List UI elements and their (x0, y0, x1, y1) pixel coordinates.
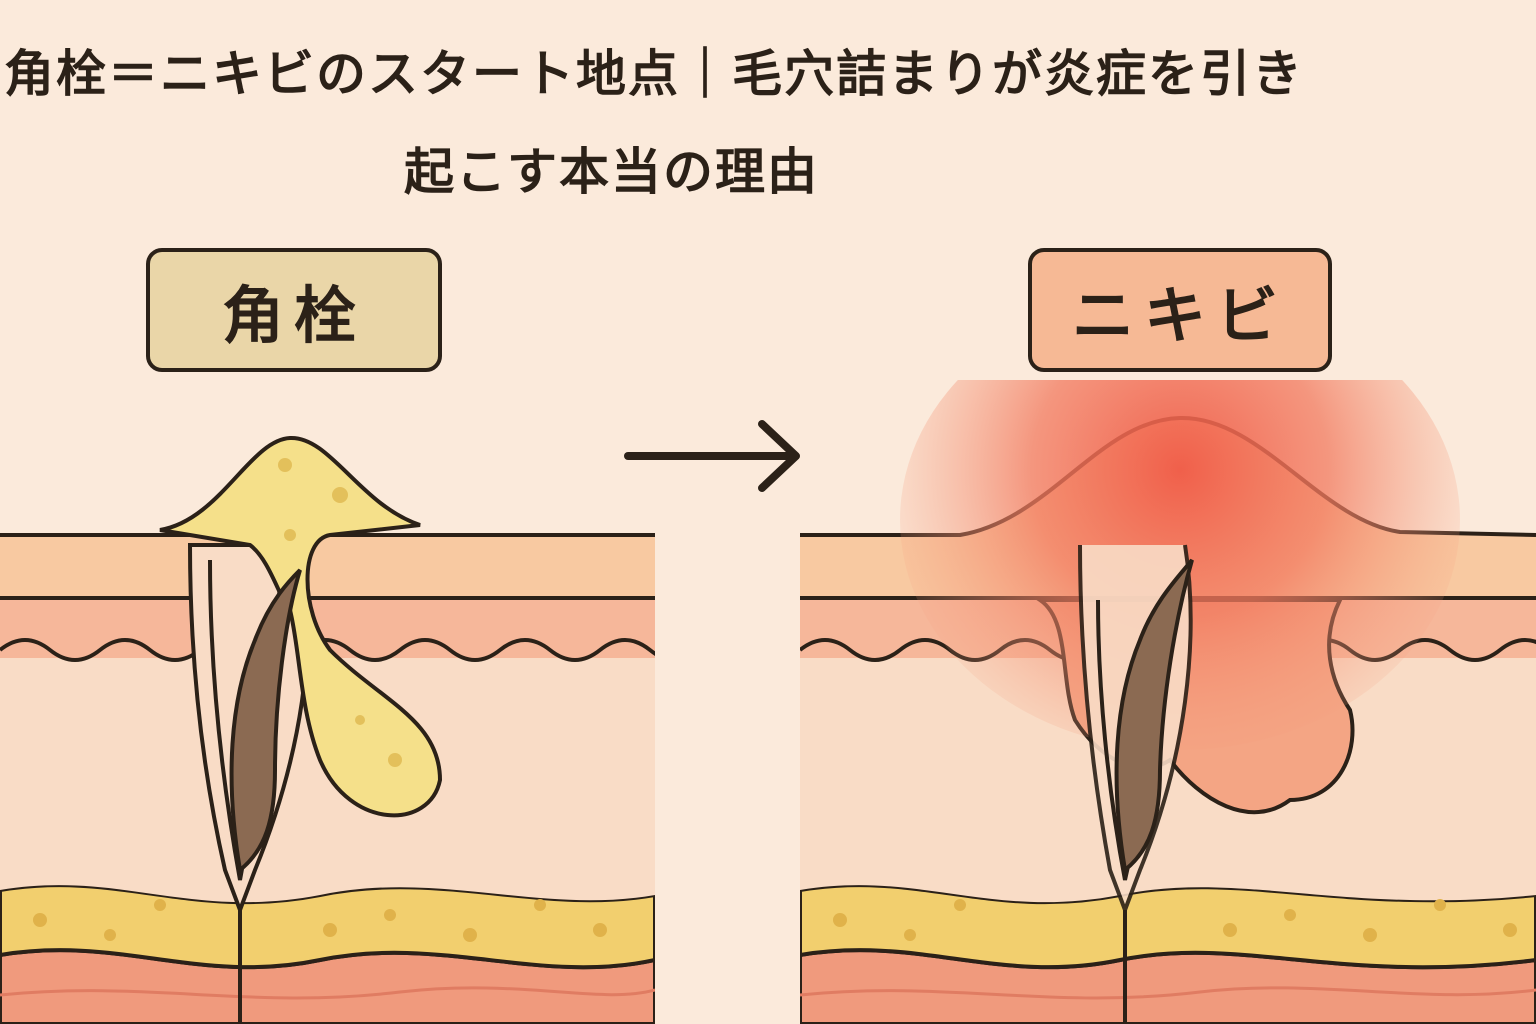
page-title-line-2: 起こす本当の理由 (404, 143, 819, 201)
hair-shaft (1114, 558, 1194, 874)
comedone-panel (0, 435, 655, 1024)
dermis-layer (0, 655, 655, 903)
label-comedone: 角栓 (146, 248, 442, 372)
dermis-wave (0, 638, 655, 662)
right-arrow-icon (624, 420, 800, 492)
label-acne: ニキビ (1028, 248, 1332, 372)
hair-shaft (229, 568, 302, 874)
acne-panel (800, 380, 1536, 1024)
sebum-plug (159, 435, 443, 818)
page-title-line-1: 角栓＝ニキビのスタート地点｜毛穴詰まりが炎症を引き (4, 45, 1304, 103)
epidermis-layer (0, 535, 655, 598)
